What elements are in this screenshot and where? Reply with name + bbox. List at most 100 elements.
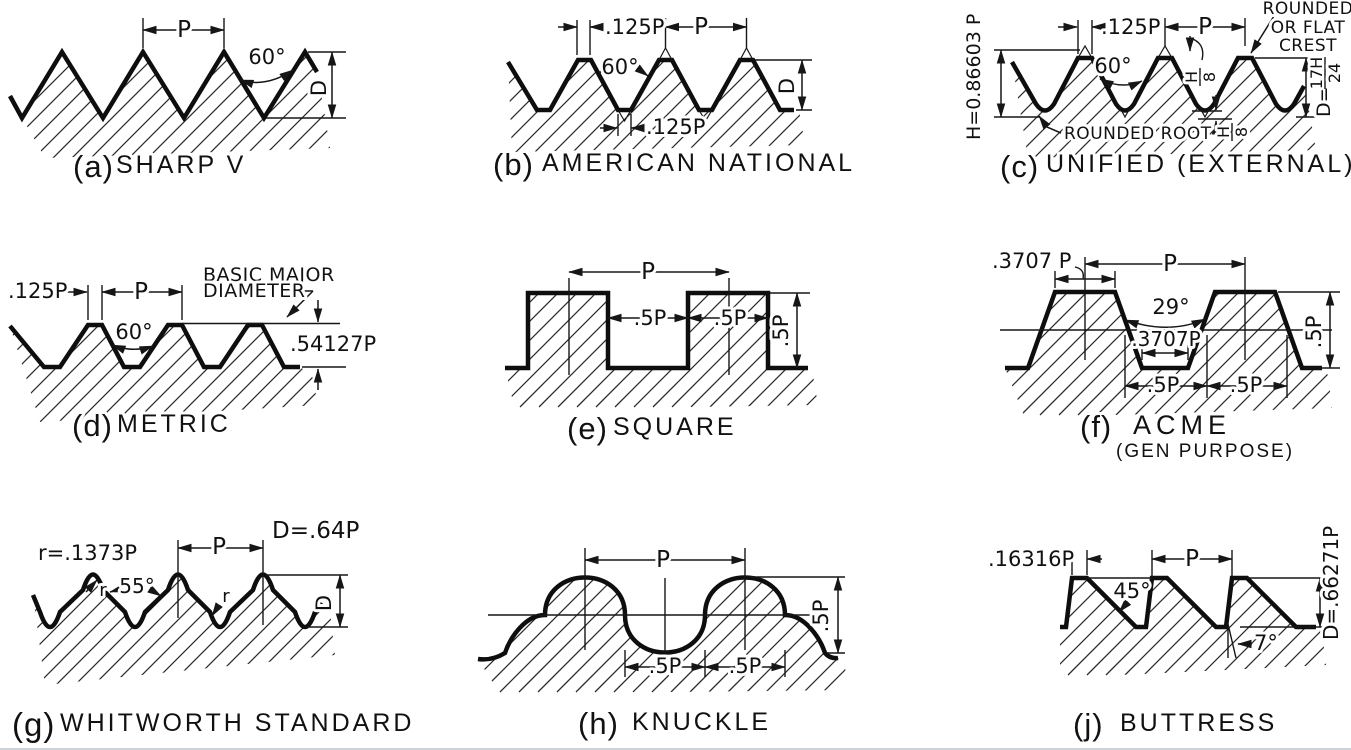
label-pitch: P [1163, 251, 1177, 277]
dimension-lines [84, 540, 348, 628]
hatching [505, 293, 818, 408]
label-space: .5P [1147, 373, 1180, 397]
label-depth-formula: D=.66271P [1319, 526, 1343, 640]
dimension-lines [558, 18, 812, 136]
caption-id: (h) [578, 706, 619, 741]
label-height-formula: H=0.86603 P [963, 14, 985, 140]
label-radius-formula: r=.1373P [38, 541, 137, 565]
svg-text:17H: 17H [1307, 57, 1326, 89]
caption-id: (b) [493, 147, 534, 182]
crest-note: ROUNDED OR FLAT CREST [1260, 0, 1351, 59]
caption-name: AMERICAN NATIONAL [542, 149, 855, 177]
panel-a-sharp-v: P 60° D (a) SHARP V [8, 14, 346, 187]
label-crest-flat: .125P [1101, 15, 1160, 39]
caption-name: UNIFIED (EXTERNAL) [1046, 150, 1351, 178]
label-depth-formula: D=.64P [272, 518, 360, 544]
label-radius-root: r [222, 586, 230, 607]
label-space: .5P [634, 306, 667, 330]
caption-id: (g) [12, 706, 55, 743]
caption-name: SQUARE [613, 413, 737, 441]
label-angle: 60° [115, 320, 152, 344]
label-root-flat: .125P [646, 115, 705, 139]
label-pitch: P [1198, 14, 1212, 40]
label-depth: D [307, 80, 331, 96]
label-crest-flat: .3707 P [992, 249, 1071, 273]
label-pitch: P [1185, 546, 1199, 572]
caption-id: (c) [1000, 149, 1039, 184]
dimension-lines [142, 18, 346, 119]
svg-text:D=: D= [1313, 86, 1335, 117]
label-pitch: P [641, 259, 655, 285]
caption-name: SHARP V [116, 151, 246, 179]
panel-h-knuckle: P .5P .5P .5P (h) KNUCKLE [477, 544, 848, 744]
label-tooth: .5P [714, 306, 747, 330]
label-pitch: P [177, 17, 191, 43]
panel-c-unified-external: H=0.86603 P .125P P 60° H 8 H 8 ROUNDED … [960, 0, 1351, 187]
svg-text:8: 8 [1200, 72, 1219, 82]
label-depth: .5P [809, 600, 833, 633]
svg-text:H: H [1182, 71, 1201, 83]
thread-profile [506, 57, 794, 113]
thread-profile [477, 575, 839, 662]
label-pitch: P [212, 534, 226, 560]
label-angle: 55° [119, 574, 154, 598]
label-space: .5P [649, 654, 682, 678]
label-depth-formula: D= 17H 24 [1304, 54, 1347, 120]
dimension-lines [994, 15, 1318, 135]
label-depth: .5P [769, 315, 793, 348]
caption-name: METRIC [117, 410, 231, 438]
caption-name: BUTTRESS [1120, 709, 1277, 737]
label-depth: D [775, 78, 799, 94]
panel-g-whitworth: r=.1373P 55° P D=.64P r r D (g) WHITWORT… [9, 515, 414, 746]
label-root-flat: .3707P [1131, 327, 1200, 351]
caption-name: ACME [1133, 410, 1231, 440]
svg-text:BASIC MAJOR: BASIC MAJOR [203, 264, 335, 286]
label-angle: 60° [601, 55, 638, 79]
label-flank-angle: 45° [1113, 579, 1150, 603]
hatching [508, 60, 805, 152]
dimension-lines [64, 285, 346, 390]
panel-f-acme: .3707 P P 29° .3707P .5P .5P .5P (f) ACM… [989, 246, 1340, 465]
svg-text:H: H [1214, 126, 1233, 138]
label-crest-flat: .125P [8, 279, 67, 303]
label-front-angle: 7° [1254, 631, 1278, 655]
panel-d-metric: .125P P 60° BASIC MAJOR DIAMETER .54127P… [5, 261, 379, 446]
caption-name: KNUCKLE [632, 708, 771, 736]
caption-id: (a) [73, 149, 114, 184]
hatching [1005, 292, 1332, 416]
panel-j-buttress: .16316P P 45° 7° D=.66271P (j) BUTTRESS [985, 523, 1346, 745]
crest-truncation-fraction: H 8 [1179, 68, 1222, 86]
label-depth: D [312, 595, 336, 611]
label-tooth: .5P [729, 654, 762, 678]
svg-text:OR FLAT: OR FLAT [1271, 18, 1346, 38]
label-radius-crest: r [99, 580, 107, 601]
svg-text:CREST: CREST [1279, 36, 1337, 56]
dimension-lines [568, 267, 810, 375]
label-angle: 60° [1094, 54, 1131, 78]
label-pitch: P [656, 547, 670, 573]
svg-text:ROUNDED: ROUNDED [1263, 0, 1351, 19]
thread-profile [505, 290, 808, 371]
label-pitch: P [694, 14, 708, 40]
panel-b-american-national: .125P P 60° .125P D (b) AMERICAN NATIONA… [490, 11, 855, 185]
caption-id: (j) [1073, 707, 1104, 742]
hatching [33, 574, 335, 685]
caption-name: WHITWORTH STANDARD [60, 709, 414, 737]
thread-profile [1010, 55, 1306, 113]
thread-profile [8, 322, 300, 370]
caption-subtitle: (GEN PURPOSE) [1116, 441, 1294, 462]
thread-profile [1060, 575, 1316, 630]
label-angle: 60° [248, 45, 285, 69]
svg-text:DIAMETER: DIAMETER [203, 280, 305, 302]
panel-e-square: P .5P .5P .5P (e) SQUARE [505, 256, 818, 449]
dimension-lines [488, 548, 845, 677]
caption-id: (e) [567, 411, 608, 446]
label-pitch: P [134, 279, 148, 305]
label-crest-flat: .125P [605, 15, 664, 39]
major-diameter-note: BASIC MAJOR DIAMETER [200, 261, 337, 305]
label-depth: .54127P [290, 332, 376, 356]
root-note: ROUNDED ROOT [1064, 124, 1212, 144]
caption-id: (f) [1080, 409, 1112, 444]
label-crest-flat: .16316P [988, 547, 1074, 571]
